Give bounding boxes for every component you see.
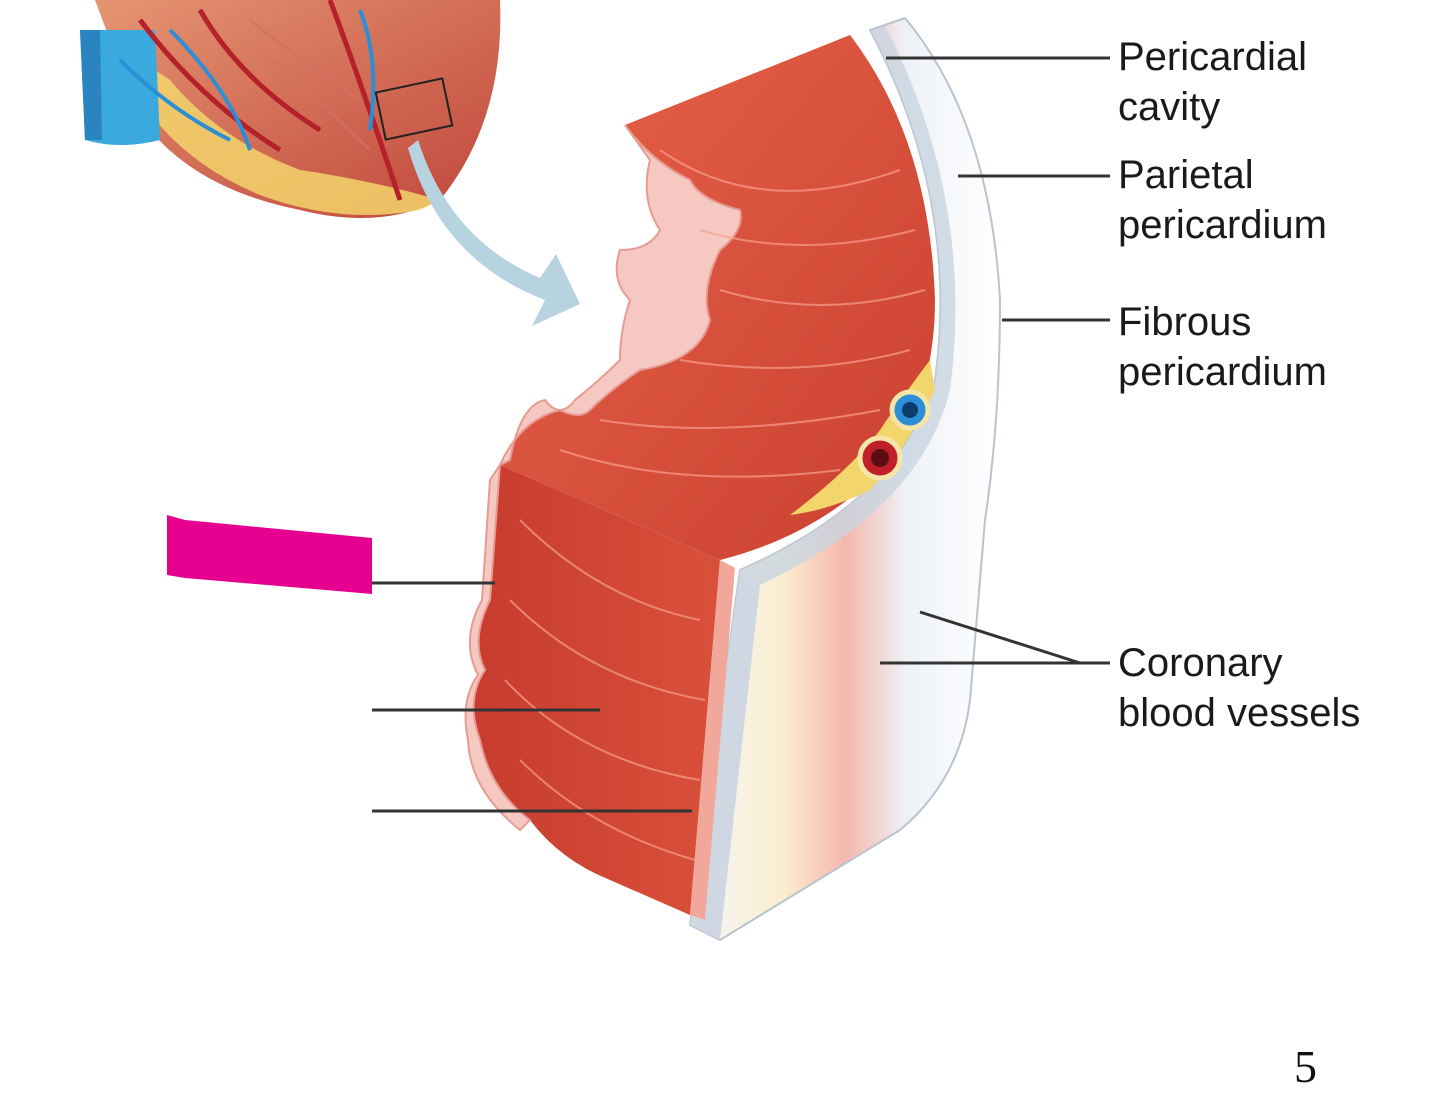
label-pericardial-cavity-line1: Pericardial (1118, 35, 1307, 79)
label-pericardial-cavity: Pericardial cavity (1118, 32, 1307, 132)
label-fibrous-pericardium-line2: pericardium (1118, 350, 1327, 394)
heart-thumbnail (80, 0, 501, 218)
zoom-arrow (408, 140, 580, 326)
label-pericardial-cavity-line2: cavity (1118, 85, 1221, 129)
label-fibrous-pericardium: Fibrous pericardium (1118, 297, 1327, 397)
leader-lines (372, 56, 1110, 813)
label-cover-box (167, 515, 372, 594)
myocardium (464, 35, 935, 920)
label-parietal-pericardium-line1: Parietal (1118, 153, 1254, 197)
label-parietal-pericardium: Parietal pericardium (1118, 150, 1327, 250)
label-coronary-blood-vessels: Coronary blood vessels (1118, 638, 1360, 738)
label-coronary-blood-vessels-line1: Coronary (1118, 641, 1283, 685)
page-number: 5 (1294, 1041, 1317, 1092)
label-parietal-pericardium-line2: pericardium (1118, 203, 1327, 247)
label-fibrous-pericardium-line1: Fibrous (1118, 300, 1252, 344)
label-coronary-blood-vessels-line2: blood vessels (1118, 691, 1361, 735)
